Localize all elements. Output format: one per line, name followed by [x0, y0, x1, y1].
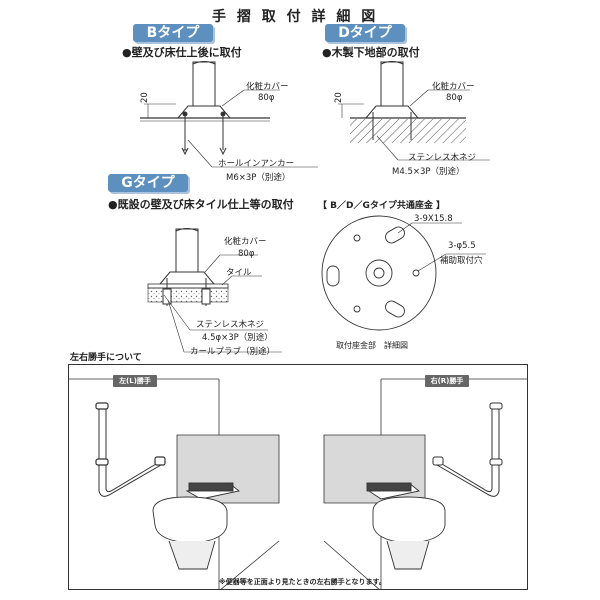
- plate-caption: 取付座金部 詳細図: [336, 341, 408, 350]
- plate-hole-desc: 補助取付穴: [440, 256, 483, 266]
- left-hand-badge: 左(L)勝手: [113, 375, 157, 387]
- main-title: 手 摺 取 付 詳 細 図: [212, 9, 379, 25]
- g-screw-size: 4.5φ×3P（別途）: [202, 333, 273, 343]
- d-height-dim: 20: [334, 92, 344, 103]
- toilet-room-illustration: 左(L)勝手 右(R)勝手 ※便器等を正面より見たときの左右勝手となります。: [68, 364, 528, 590]
- g-tile-label: タイル: [226, 268, 252, 278]
- b-type-description: ●壁及び床仕上後に取付: [122, 46, 242, 59]
- right-hand-badge: 右(R)勝手: [425, 375, 469, 387]
- b-anchor-label: ホールインアンカー: [218, 159, 295, 169]
- b-type-badge: Bタイプ: [133, 24, 213, 42]
- b-height-dim: 20: [140, 92, 150, 103]
- d-screw-label: ステンレス木ネジ: [408, 153, 477, 163]
- b-cover-size: 80φ: [258, 93, 275, 103]
- g-type-badge: Gタイプ: [108, 174, 188, 192]
- room-drawing: [69, 378, 527, 589]
- d-cover-label: 化粧カバー: [432, 82, 475, 92]
- g-screw-label: ステンレス木ネジ: [196, 320, 265, 330]
- g-cover-label: 化粧カバー: [224, 237, 267, 247]
- d-type-description: ●木製下地部の取付: [322, 46, 420, 59]
- g-plug-label: カールプラブ（別途）: [190, 347, 276, 357]
- b-cover-label: 化粧カバー: [246, 82, 289, 92]
- plate-hole-label-1: 3-9X15.8: [414, 214, 453, 224]
- d-type-badge: Dタイプ: [325, 24, 405, 42]
- plate-hole-label-2: 3-φ5.5: [448, 241, 476, 251]
- hand-note: ※便器等を正面より見たときの左右勝手となります。: [219, 578, 386, 586]
- hand-section-title: 左右勝手について: [70, 353, 142, 363]
- d-cover-size: 80φ: [446, 93, 463, 103]
- b-anchor-size: M6×3P（別途）: [226, 173, 291, 183]
- g-type-description: ●既設の壁及び床タイル仕上等の取付: [108, 198, 294, 211]
- d-screw-size: M4.5×3P（別途）: [392, 167, 465, 177]
- g-cover-size: 80φ: [238, 249, 255, 259]
- common-plate-title: 【 B／D／Gタイプ共通座金 】: [318, 201, 445, 211]
